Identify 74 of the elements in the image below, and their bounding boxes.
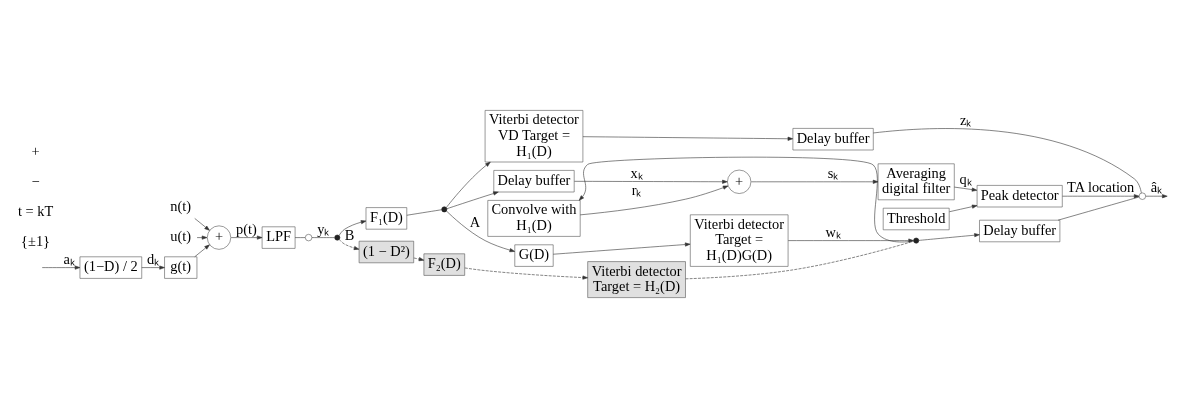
node-box: Delay buffer	[493, 169, 575, 192]
connector	[294, 236, 306, 238]
node-circle	[913, 237, 920, 243]
connector	[685, 240, 914, 279]
edge-label: aₖ	[63, 250, 75, 267]
node-box: g(t)	[164, 256, 198, 279]
edge-label: qₖ	[959, 170, 972, 187]
arrow	[338, 238, 360, 250]
arrow	[196, 235, 208, 240]
arrow	[582, 135, 794, 141]
node-box: Delay buffer	[979, 219, 1061, 242]
arrow	[552, 242, 691, 255]
node-circle	[441, 206, 448, 212]
arrow	[445, 161, 491, 208]
arrow	[41, 265, 81, 270]
arrow	[949, 204, 978, 212]
edge-label: rₖ	[631, 181, 642, 198]
connector	[406, 208, 442, 216]
node-box: F₂(D)	[423, 253, 465, 276]
node-box: (1−D) / 2	[79, 256, 143, 279]
connector	[311, 236, 335, 238]
node-switch	[1138, 192, 1146, 200]
arrow	[751, 179, 879, 184]
arrow	[141, 265, 165, 270]
node-box: Delay buffer	[792, 127, 874, 150]
edge-label: âₖ	[1150, 178, 1163, 195]
node-box: Viterbi detector Target = H₂(D)	[587, 260, 686, 298]
node-box: F₁(D)	[365, 206, 408, 229]
arrow	[230, 235, 263, 240]
arrow	[194, 244, 210, 257]
edge-label: dₖ	[147, 250, 160, 267]
connector	[1057, 196, 1140, 220]
node-box: G(D)	[514, 244, 554, 267]
node-text: n(t)	[170, 197, 192, 214]
arrow	[918, 232, 980, 241]
edge-label: yₖ	[317, 220, 330, 237]
arrow	[464, 267, 588, 280]
node-box: Averaging digital filter	[877, 163, 955, 200]
edge-label: wₖ	[825, 223, 841, 240]
arrow	[446, 191, 499, 209]
edge-label: TA location	[1067, 178, 1135, 195]
edge-label: sₖ	[827, 164, 839, 181]
connector	[873, 127, 1142, 193]
node-box: Threshold	[882, 207, 950, 230]
arrow	[578, 156, 914, 242]
node-text: u(t)	[170, 227, 192, 244]
node-box: Convolve with H₁(D)	[487, 199, 581, 237]
label: −	[31, 172, 40, 189]
edge-label: p(t)	[236, 220, 257, 237]
node-box: LPF	[261, 226, 296, 249]
edge-label: B	[344, 226, 355, 243]
arrow	[579, 185, 729, 215]
arrow	[446, 210, 515, 252]
node-circle: +	[727, 169, 752, 194]
node-box: Peak detector	[976, 184, 1063, 207]
node-box: Viterbi detector Target = H₁(D)G(D)	[690, 214, 789, 267]
arrow	[338, 219, 367, 236]
label: {±1}	[21, 232, 51, 249]
node-switch	[305, 233, 313, 241]
arrow	[194, 217, 210, 231]
arrow	[413, 256, 425, 261]
node-circle	[334, 234, 341, 240]
arrow	[1145, 193, 1168, 198]
arrow	[954, 186, 978, 192]
arrow	[1062, 193, 1140, 198]
edge-label: xₖ	[630, 164, 643, 181]
node-box: (1 − D²)	[358, 240, 414, 263]
edge-label: A	[469, 213, 481, 230]
arrow	[574, 179, 728, 184]
label: +	[31, 142, 40, 159]
node-box: Viterbi detector VD Target = H₁(D)	[484, 109, 584, 162]
arrow	[788, 238, 914, 243]
edge-label: zₖ	[960, 111, 972, 128]
label: t = kT	[17, 202, 54, 219]
